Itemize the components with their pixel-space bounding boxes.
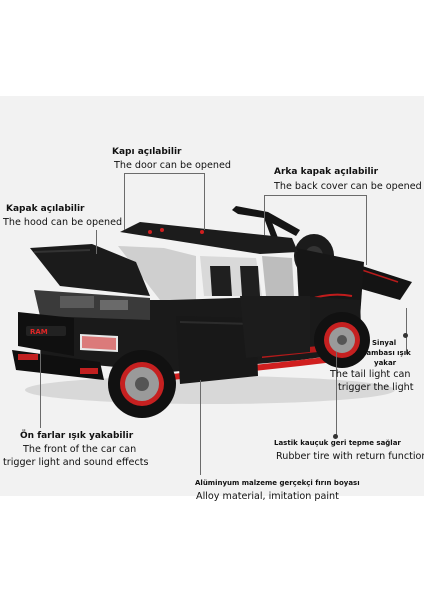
hood-label-tr: Kapak açılabilir bbox=[6, 204, 85, 214]
tail-light-label-tr-1: Sinyal bbox=[372, 339, 397, 347]
marker-dot-tail bbox=[403, 333, 408, 338]
tail-light-label-tr-3: yakar bbox=[374, 359, 397, 367]
leader-line-door-h bbox=[124, 173, 205, 174]
marker-dot-tire bbox=[333, 434, 338, 439]
tail-light-label-en-2: trigger the light bbox=[338, 382, 414, 393]
door-label-en: The door can be opened bbox=[114, 160, 231, 171]
leader-line-tire bbox=[336, 352, 337, 438]
leader-line-back-cover-h bbox=[264, 195, 367, 196]
leader-line-alloy bbox=[200, 380, 201, 475]
leader-line-back-cover bbox=[264, 195, 265, 235]
leader-line-back-cover-v2 bbox=[366, 195, 367, 265]
leader-line-hood bbox=[96, 230, 97, 254]
front-light-label-en-1: The front of the car can bbox=[23, 444, 137, 455]
front-light-label-en-2: trigger light and sound effects bbox=[3, 457, 149, 468]
tail-light-label-en-1: The tail light can bbox=[330, 369, 411, 380]
hood-label-en: The hood can be opened bbox=[3, 217, 123, 228]
tire-label-tr: Lastik kauçuk geri tepme sağlar bbox=[274, 439, 401, 447]
leader-line-door-v2 bbox=[204, 173, 205, 230]
alloy-label-en: Alloy material, imitation paint bbox=[196, 491, 339, 502]
grille-badge: RAM bbox=[30, 328, 48, 336]
tail-light-label-tr-2: lambası ışık bbox=[364, 349, 411, 357]
alloy-label-tr: Alüminyum malzeme gerçekçi fırın boyası bbox=[195, 479, 360, 487]
front-light-label-tr: Ön farlar ışık yakabilir bbox=[20, 431, 134, 441]
leader-line-tail bbox=[406, 308, 407, 354]
tire-label-en: Rubber tire with return function bbox=[276, 451, 424, 462]
back-cover-label-en: The back cover can be opened bbox=[274, 181, 422, 192]
leader-line-front-light bbox=[40, 350, 41, 428]
leader-line-door bbox=[124, 173, 125, 230]
door-label-tr: Kapı açılabilir bbox=[112, 147, 182, 157]
back-cover-label-tr: Arka kapak açılabilir bbox=[274, 167, 379, 177]
